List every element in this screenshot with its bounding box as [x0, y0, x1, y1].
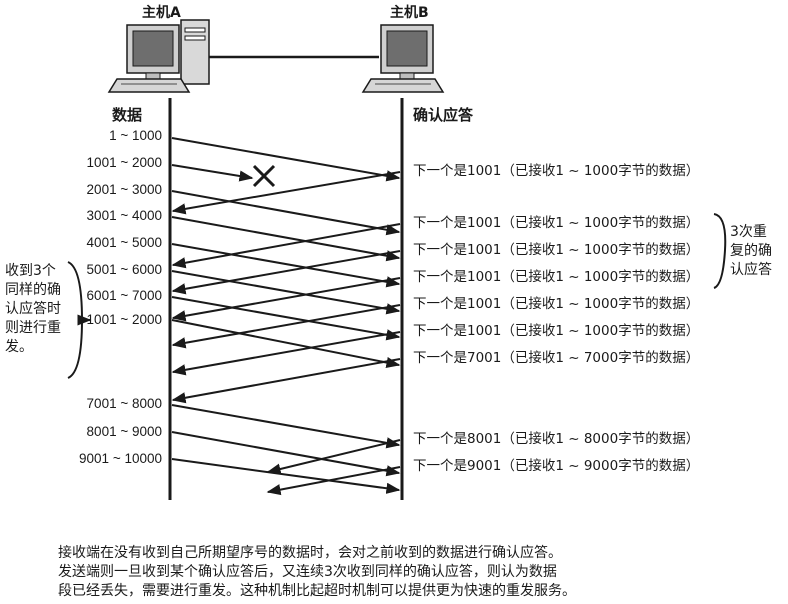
segment-label: 1001 ~ 2000: [86, 155, 162, 170]
data-arrow: [171, 296, 401, 341]
ack-label: 下一个是1001（已接收1 ~ 1000字节的数据）: [413, 323, 700, 339]
host-b-label: 主机B: [390, 5, 429, 21]
ack-arrow: [171, 331, 401, 376]
data-arrow: [171, 243, 401, 288]
segment-label: 7001 ~ 8000: [86, 396, 162, 411]
ack-arrow: [171, 277, 401, 322]
segment-label: 2001 ~ 3000: [86, 182, 162, 197]
triple-ack-note: 3次重复的确认应答: [730, 224, 772, 278]
segment-label: 8001 ~ 9000: [86, 424, 162, 439]
segment-label: 5001 ~ 6000: [86, 262, 162, 277]
data-column-header: 数据: [112, 106, 143, 124]
caption-line: 发送端则一旦收到某个确认应答后，又连续3次收到同样的确认应答，则认为数据: [58, 564, 557, 580]
segment-label: 6001 ~ 7000: [86, 288, 162, 303]
ack-arrow: [171, 358, 401, 404]
data-arrow: [171, 404, 401, 449]
triple-ack-brace: [713, 213, 727, 289]
retransmit-arrow: [171, 319, 401, 369]
caption-line: 接收端在没有收到自己所期望序号的数据时，会对之前收到的数据进行确认应答。: [58, 545, 562, 561]
segment-label: 4001 ~ 5000: [86, 235, 162, 250]
ack-arrow: [266, 466, 401, 496]
ack-label: 下一个是1001（已接收1 ~ 1000字节的数据）: [413, 296, 700, 312]
segment-label: 3001 ~ 4000: [86, 208, 162, 223]
ack-label: 下一个是1001（已接收1 ~ 1000字节的数据）: [413, 242, 700, 258]
host-a-label: 主机A: [142, 5, 181, 21]
ack-column-header: 确认应答: [413, 106, 474, 124]
lost-data-arrow: [171, 164, 254, 182]
segment-label: 1 ~ 1000: [109, 128, 162, 143]
ack-label: 下一个是8001（已接收1 ~ 8000字节的数据）: [413, 431, 700, 447]
ack-arrow: [266, 439, 401, 475]
ack-arrow: [171, 250, 401, 295]
computer-b-icon: [361, 24, 445, 93]
retransmit-note: 收到3个同样的确认应答时则进行重发。: [5, 263, 61, 355]
segment-label-retransmit: 1001 ~ 2000: [86, 312, 162, 327]
caption-line: 段已经丢失，需要进行重发。这种机制比起超时机制可以提供更为快速的重发服务。: [58, 583, 576, 599]
packet-lost-icon: [252, 164, 276, 188]
segment-label: 9001 ~ 10000: [79, 451, 162, 466]
ack-label: 下一个是1001（已接收1 ~ 1000字节的数据）: [413, 269, 700, 285]
data-arrow: [171, 458, 401, 494]
ack-arrow: [171, 171, 401, 215]
ack-label: 下一个是7001（已接收1 ~ 7000字节的数据）: [413, 350, 700, 366]
data-arrow: [171, 216, 401, 262]
computer-a-icon: [107, 19, 210, 93]
ack-label: 下一个是1001（已接收1 ~ 1000字节的数据）: [413, 215, 700, 231]
ack-arrow: [171, 223, 401, 269]
data-arrow: [171, 137, 401, 182]
ack-label: 下一个是9001（已接收1 ~ 9000字节的数据）: [413, 458, 700, 474]
data-arrow: [171, 431, 401, 477]
data-arrow: [171, 190, 401, 236]
ack-arrow: [171, 304, 401, 349]
retransmit-brace: [67, 261, 84, 379]
ack-label: 下一个是1001（已接收1 ~ 1000字节的数据）: [413, 163, 700, 179]
data-arrow: [171, 270, 401, 315]
